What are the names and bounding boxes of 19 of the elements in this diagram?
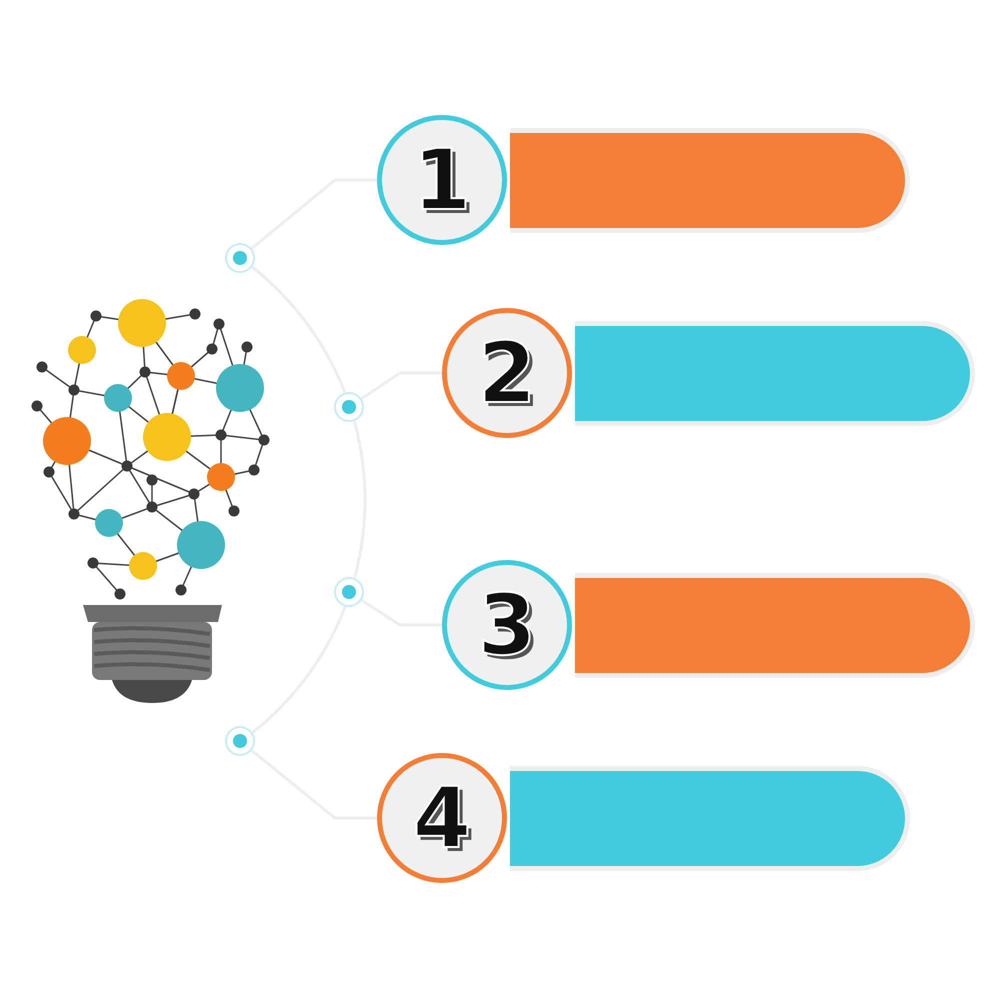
connector-line (360, 372, 442, 400)
connector-dot (334, 577, 364, 607)
connector-line (252, 606, 347, 734)
step-number: 1 (412, 138, 472, 222)
connector-dot (225, 243, 255, 273)
step-number: 2 (478, 331, 536, 415)
step-number: 4 (412, 776, 472, 860)
content-bar (510, 771, 905, 866)
connector-line (360, 598, 442, 626)
connector-dot (225, 726, 255, 756)
content-bar (575, 326, 970, 421)
connector-line (250, 749, 377, 820)
connector-line (251, 266, 346, 394)
step-number: 3 (478, 583, 536, 667)
content-bar (510, 133, 905, 228)
connector-line (250, 178, 377, 250)
connector-line (352, 420, 366, 578)
content-bar (575, 578, 970, 673)
connector-dot (334, 392, 364, 422)
